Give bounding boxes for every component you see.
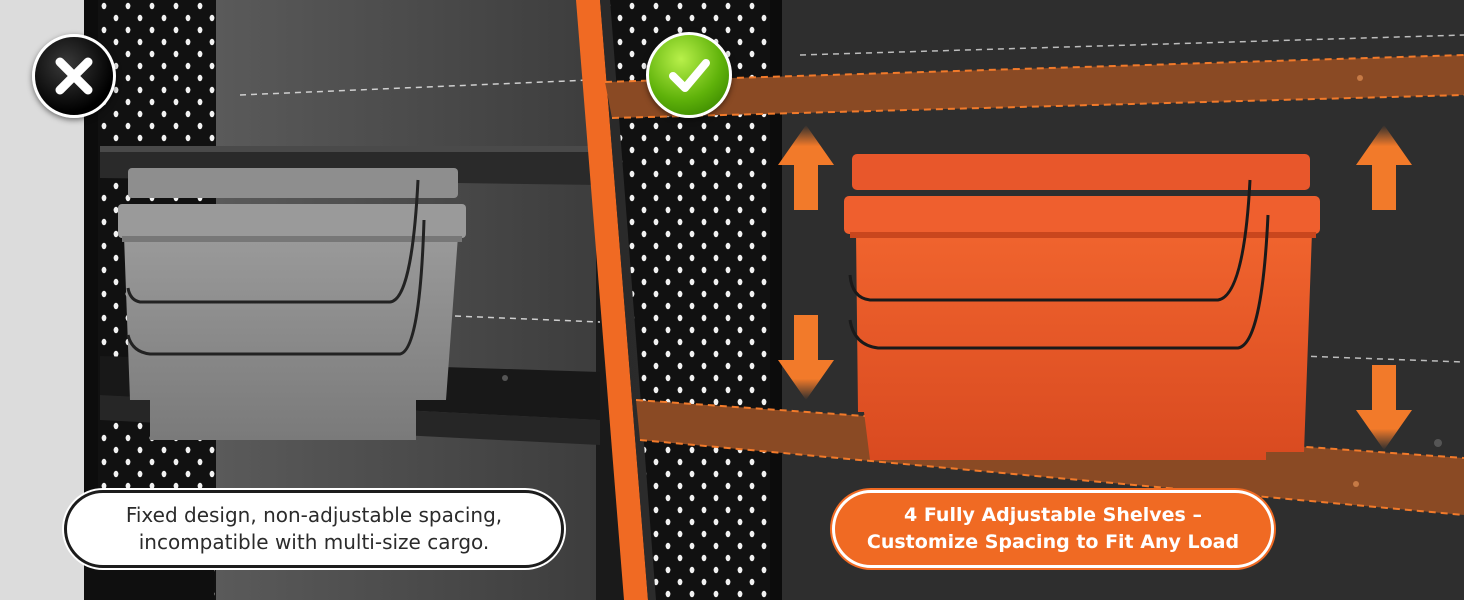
fixed-design-caption: Fixed design, non-adjustable spacing, in… — [64, 490, 564, 568]
adjust-arrow-right-down — [1356, 365, 1412, 450]
right-pegboard — [610, 0, 776, 600]
adjust-arrow-left-up — [778, 125, 834, 210]
x-mark-icon — [32, 34, 116, 118]
panel-divider — [576, 0, 648, 600]
adjustable-shelves-caption: 4 Fully Adjustable Shelves – Customize S… — [832, 490, 1274, 568]
caption-left-line2: incompatible with multi-size cargo. — [138, 530, 490, 554]
gray-bin-stack — [118, 168, 466, 440]
caption-left-line1: Fixed design, non-adjustable spacing, — [125, 503, 503, 527]
adjust-arrow-left-down — [778, 315, 834, 400]
right-upper-shelf — [605, 55, 1464, 118]
caption-right-line2: Customize Spacing to Fit Any Load — [866, 531, 1240, 553]
caption-right-line1: 4 Fully Adjustable Shelves – — [904, 504, 1202, 526]
check-mark-icon — [646, 32, 732, 118]
orange-bin-stack — [844, 154, 1320, 460]
adjust-arrow-right-up — [1356, 125, 1412, 210]
right-panel — [502, 0, 1464, 600]
